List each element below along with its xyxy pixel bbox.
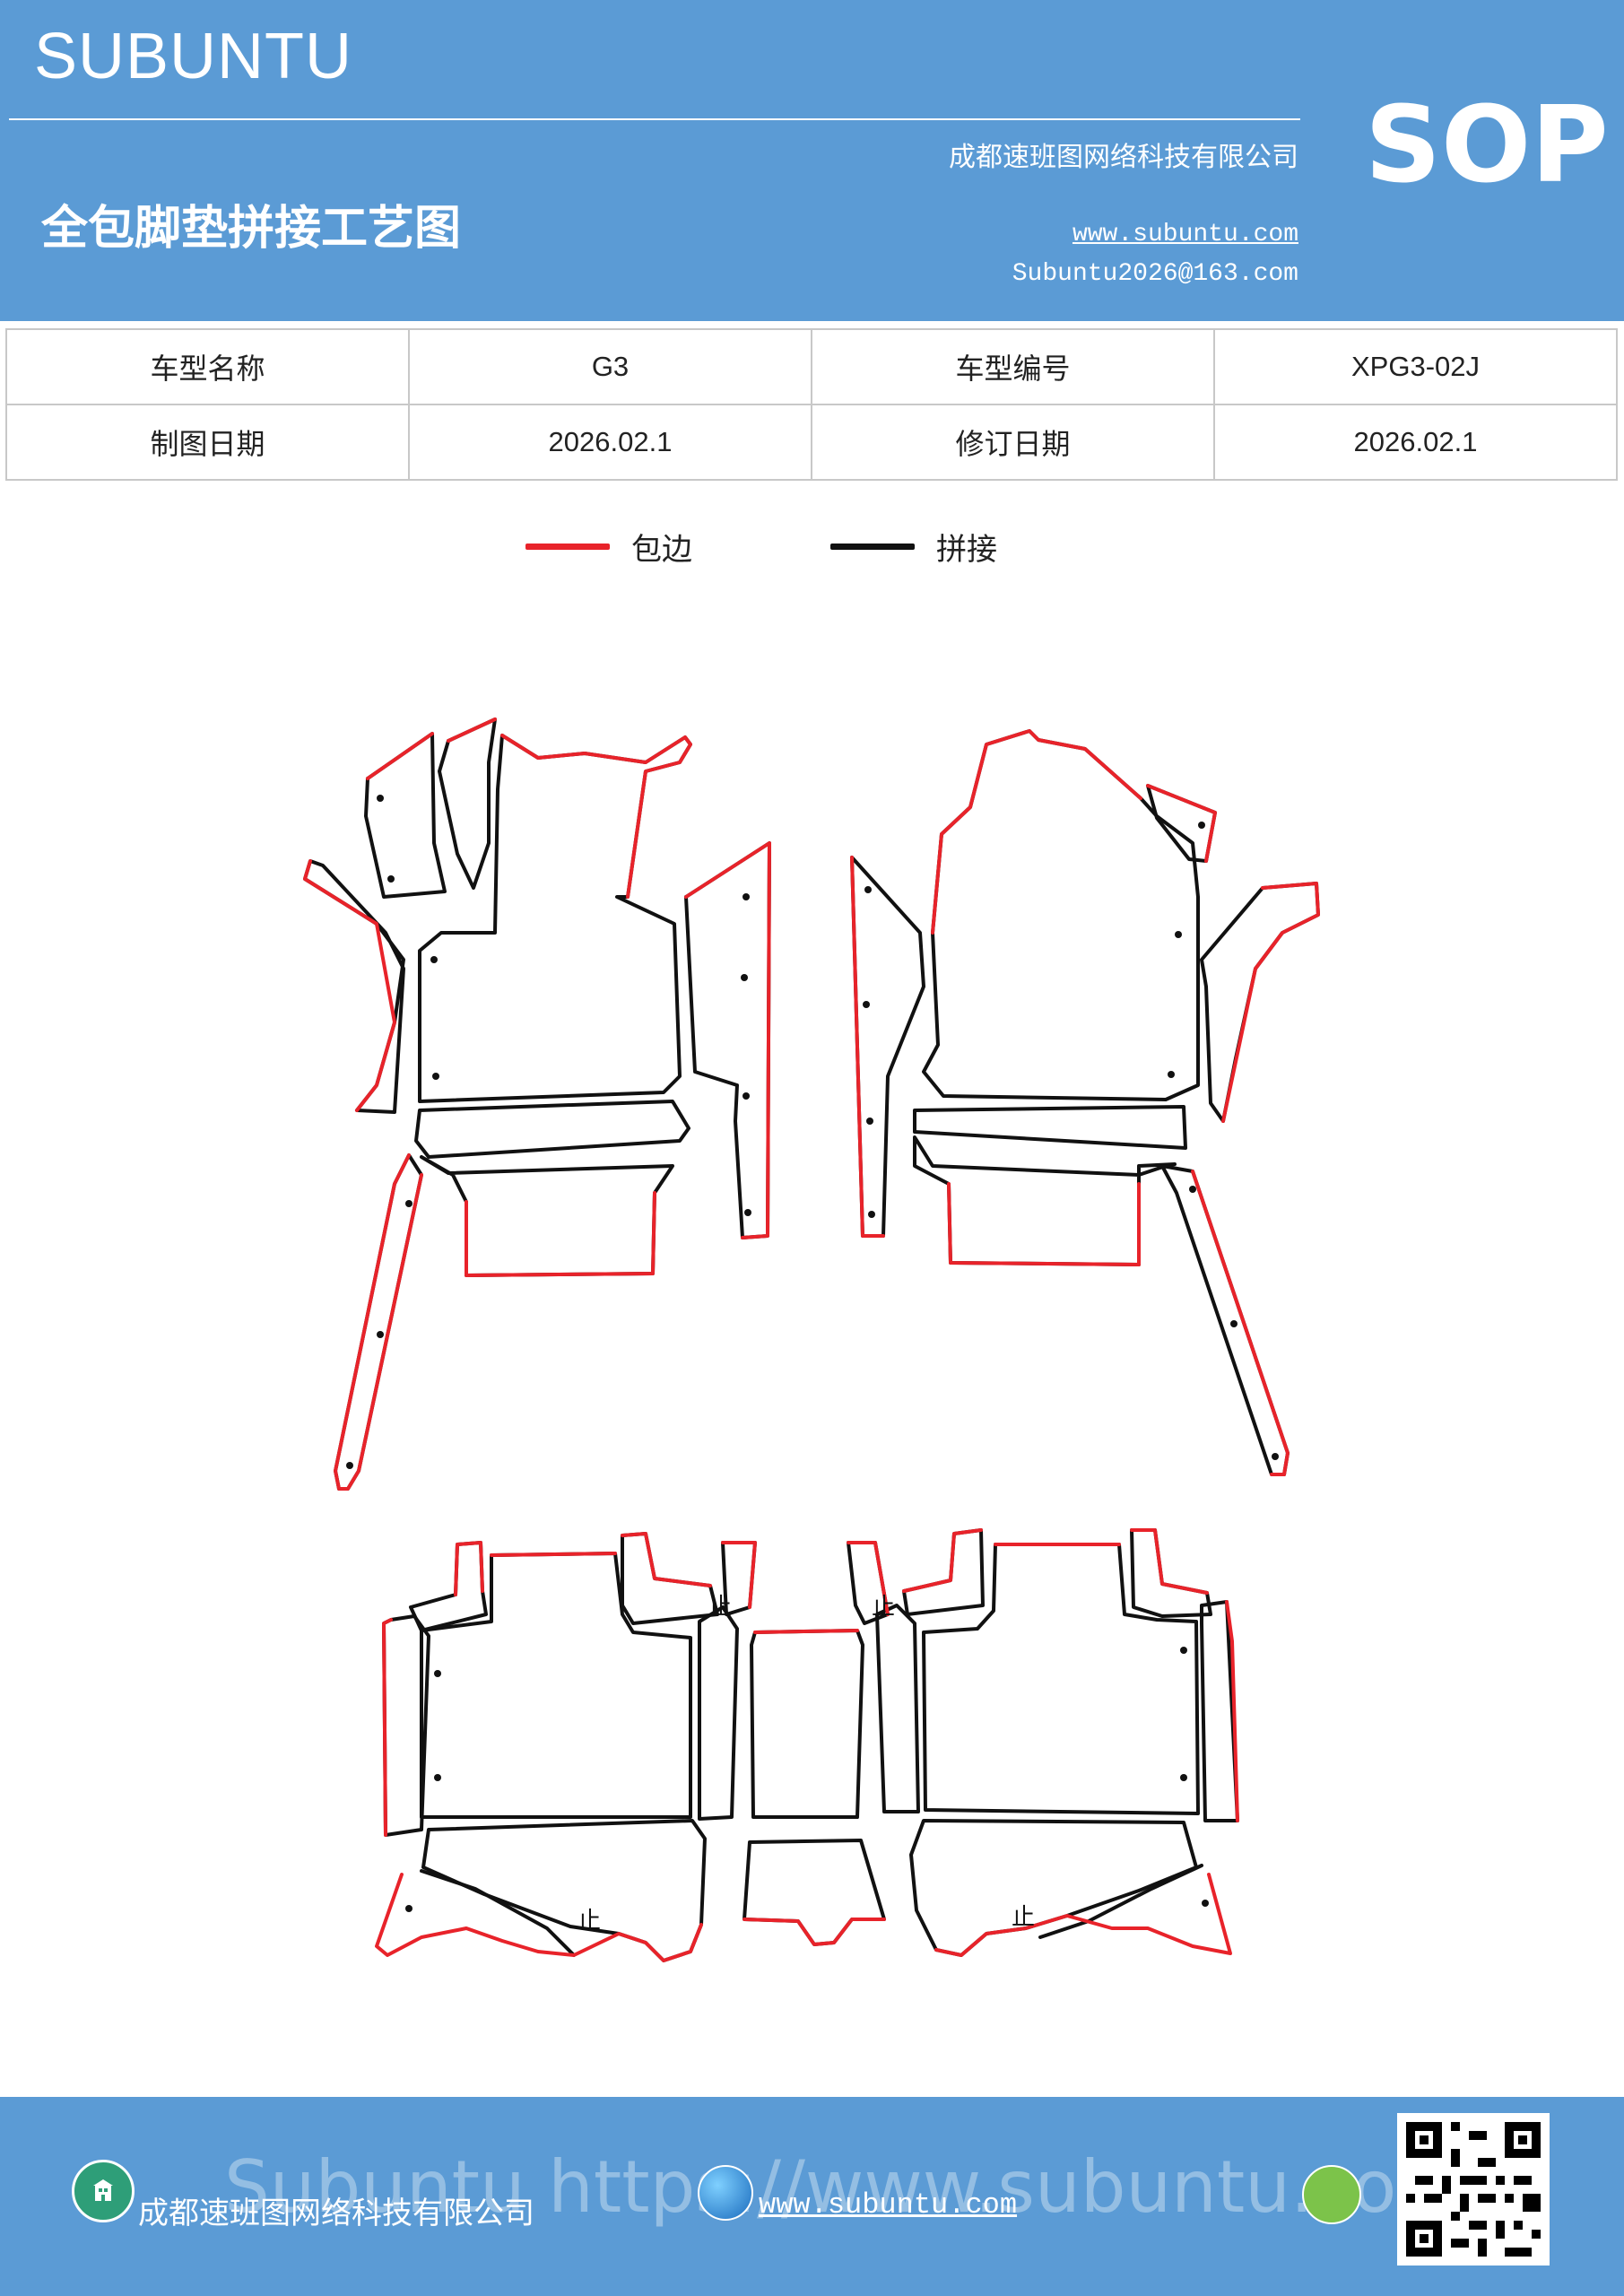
fl-main-panel — [418, 734, 692, 1103]
rr-main-panel — [922, 1543, 1200, 1815]
fr-pillar-edge — [1146, 784, 1217, 863]
legend-seam: 拼接 — [830, 524, 997, 569]
globe-icon — [698, 2165, 753, 2221]
stop-mark: 止 — [708, 1594, 732, 1621]
qr-code — [1397, 2113, 1550, 2266]
model-code-label: 车型编号 — [811, 328, 1215, 405]
legend-edge-label: 包边 — [631, 531, 692, 568]
rr-rear-curve — [1038, 1864, 1203, 1939]
fr-main-panel — [922, 729, 1200, 1101]
fr-toe-panel — [913, 1135, 1177, 1266]
model-info-table: 车型名称 G3 车型编号 XPG3-02J 制图日期 2026.02.1 修订日… — [5, 328, 1618, 481]
revise-date-value: 2026.02.1 — [1213, 404, 1618, 481]
stop-mark: 止 — [578, 1908, 601, 1935]
rl-pillar-top-edge — [721, 1541, 757, 1609]
rl-post-right-edge — [621, 1532, 712, 1587]
fr-left-strip-edge — [850, 856, 885, 1238]
table-row: 车型名称 G3 车型编号 XPG3-02J — [5, 328, 1618, 405]
rc-center-panel — [750, 1629, 864, 1819]
revise-date-label: 修订日期 — [811, 404, 1215, 481]
header-band: SUBUNTU 全包脚垫拼接工艺图 成都速班图网络科技有限公司 www.subu… — [0, 0, 1624, 321]
fl-pillar-1-edge — [366, 732, 434, 780]
rr-post-right-edge — [1130, 1528, 1209, 1595]
draw-date-value: 2026.02.1 — [408, 404, 812, 481]
fl-pillar-2-edge — [447, 718, 497, 743]
fr-right-long-strip-edge — [1191, 1170, 1290, 1476]
fl-main-edge — [500, 734, 692, 899]
rr-side-strip — [1200, 1600, 1239, 1822]
rl-main-panel — [420, 1552, 692, 1819]
fl-pillar-1 — [364, 732, 447, 899]
table-row: 制图日期 2026.02.1 修订日期 2026.02.1 — [5, 404, 1618, 481]
header-email: Subuntu2026@163.com — [1012, 260, 1298, 288]
rl-post-left — [409, 1541, 488, 1632]
red-line-swatch — [525, 543, 610, 550]
brand-logo-text: SUBUNTU — [34, 21, 353, 92]
rr-post-right — [1130, 1528, 1212, 1618]
model-name-value: G3 — [408, 328, 812, 405]
sop-badge: SOP — [1365, 83, 1609, 206]
rc-center-edge — [753, 1629, 859, 1634]
header-website-link[interactable]: www.subuntu.com — [1072, 221, 1298, 248]
fl-toe-edge — [465, 1191, 656, 1277]
rl-rear-edge — [375, 1873, 703, 1962]
fr-pillar — [1146, 784, 1217, 863]
legend-edge: 包边 — [525, 524, 692, 569]
fr-main-edge — [931, 729, 1142, 935]
stop-mark: 止 — [872, 1594, 895, 1621]
rl-main-edge — [490, 1552, 617, 1557]
fl-right-strip-edge — [684, 841, 771, 1239]
rr-inner-strip — [875, 1604, 920, 1813]
rr-side-strip-edge — [1225, 1600, 1239, 1822]
rl-rear-curve — [420, 1869, 576, 1957]
fl-left-long-strip-edge — [334, 1153, 423, 1491]
model-code-value: XPG3-02J — [1213, 328, 1618, 405]
footer-band: Subuntu https://www.subuntu.com 成都速班图网络科… — [0, 2097, 1624, 2296]
rl-inner-strip — [698, 1605, 739, 1821]
fl-toe-panel — [420, 1155, 674, 1277]
rr-rear-edge — [934, 1873, 1232, 1957]
stop-mark: 止 — [1012, 1904, 1035, 1931]
rc-center-rear-edge — [743, 1918, 886, 1946]
footer-watermark: Subuntu https://www.subuntu.com — [224, 2145, 1467, 2229]
footer-website-link[interactable]: www.subuntu.com — [759, 2188, 1018, 2222]
fr-door-sill — [1200, 882, 1320, 1123]
rl-rear-panel — [421, 1819, 707, 1962]
rl-side-strip-edge — [382, 1618, 393, 1837]
fl-heel-strip — [414, 1100, 690, 1159]
rc-center-rear — [743, 1839, 886, 1946]
fl-pillar-2 — [438, 718, 497, 890]
draw-date-label: 制图日期 — [5, 404, 410, 481]
floor-mat-diagram: 止 止 止 止 — [303, 718, 1320, 1962]
header-company-name: 成都速班图网络科技有限公司 — [949, 142, 1298, 173]
rr-post-left — [902, 1528, 985, 1616]
rl-post-left-edge — [454, 1541, 484, 1596]
fr-toe-edge — [947, 1182, 1141, 1266]
legend-seam-label: 拼接 — [936, 531, 997, 568]
fr-door-sill-edge — [1221, 882, 1320, 1123]
wechat-icon — [1302, 2165, 1361, 2224]
rr-pillar-top-edge — [847, 1541, 890, 1616]
fr-right-long-strip — [1160, 1164, 1290, 1476]
document-title: 全包脚垫拼接工艺图 — [41, 202, 462, 256]
rl-post-right — [621, 1532, 719, 1625]
fl-right-strip — [684, 841, 771, 1239]
building-icon — [72, 2160, 135, 2222]
fl-door-sill-edge — [303, 859, 396, 1112]
marker-dots — [346, 795, 1279, 1912]
black-line-swatch — [830, 543, 915, 550]
model-name-label: 车型名称 — [5, 328, 410, 405]
header-divider — [9, 118, 1300, 120]
fr-heel-strip — [913, 1105, 1187, 1150]
rr-post-left-edge — [902, 1528, 983, 1593]
footer-company-name: 成都速班图网络科技有限公司 — [138, 2196, 534, 2231]
